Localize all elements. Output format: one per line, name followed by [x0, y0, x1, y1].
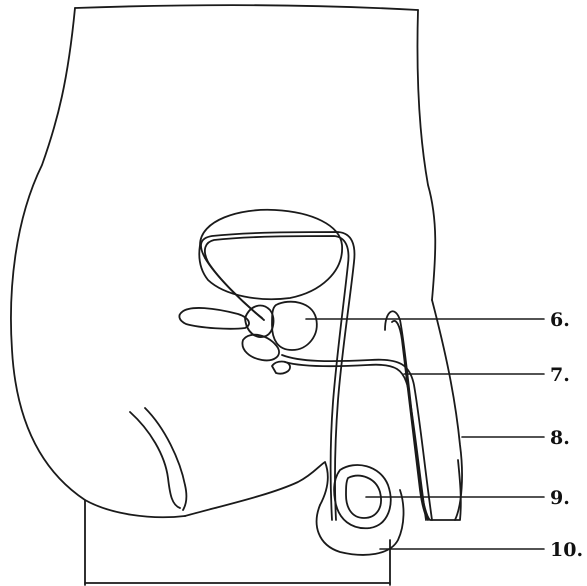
label-9: 9.	[550, 487, 570, 509]
abdomen-front-line	[417, 10, 435, 300]
label-7: 7.	[550, 364, 570, 386]
body-outline	[11, 8, 185, 517]
label-8: 8.	[550, 427, 570, 449]
bladder	[199, 210, 342, 299]
urethra-upper	[282, 355, 432, 520]
buttock-crease-a	[130, 412, 180, 508]
label-6: 6.	[550, 309, 570, 331]
penis-shaft	[385, 311, 461, 520]
torso-back-line	[75, 5, 418, 10]
lower-abdomen-line	[432, 300, 462, 520]
perineum-line	[185, 462, 328, 516]
label-10: 10.	[550, 539, 583, 561]
seminal-vesicle	[179, 308, 249, 329]
vas-deferens-connector-b	[208, 262, 264, 320]
prostate-gland	[272, 302, 317, 350]
buttock-crease-b	[145, 408, 186, 510]
